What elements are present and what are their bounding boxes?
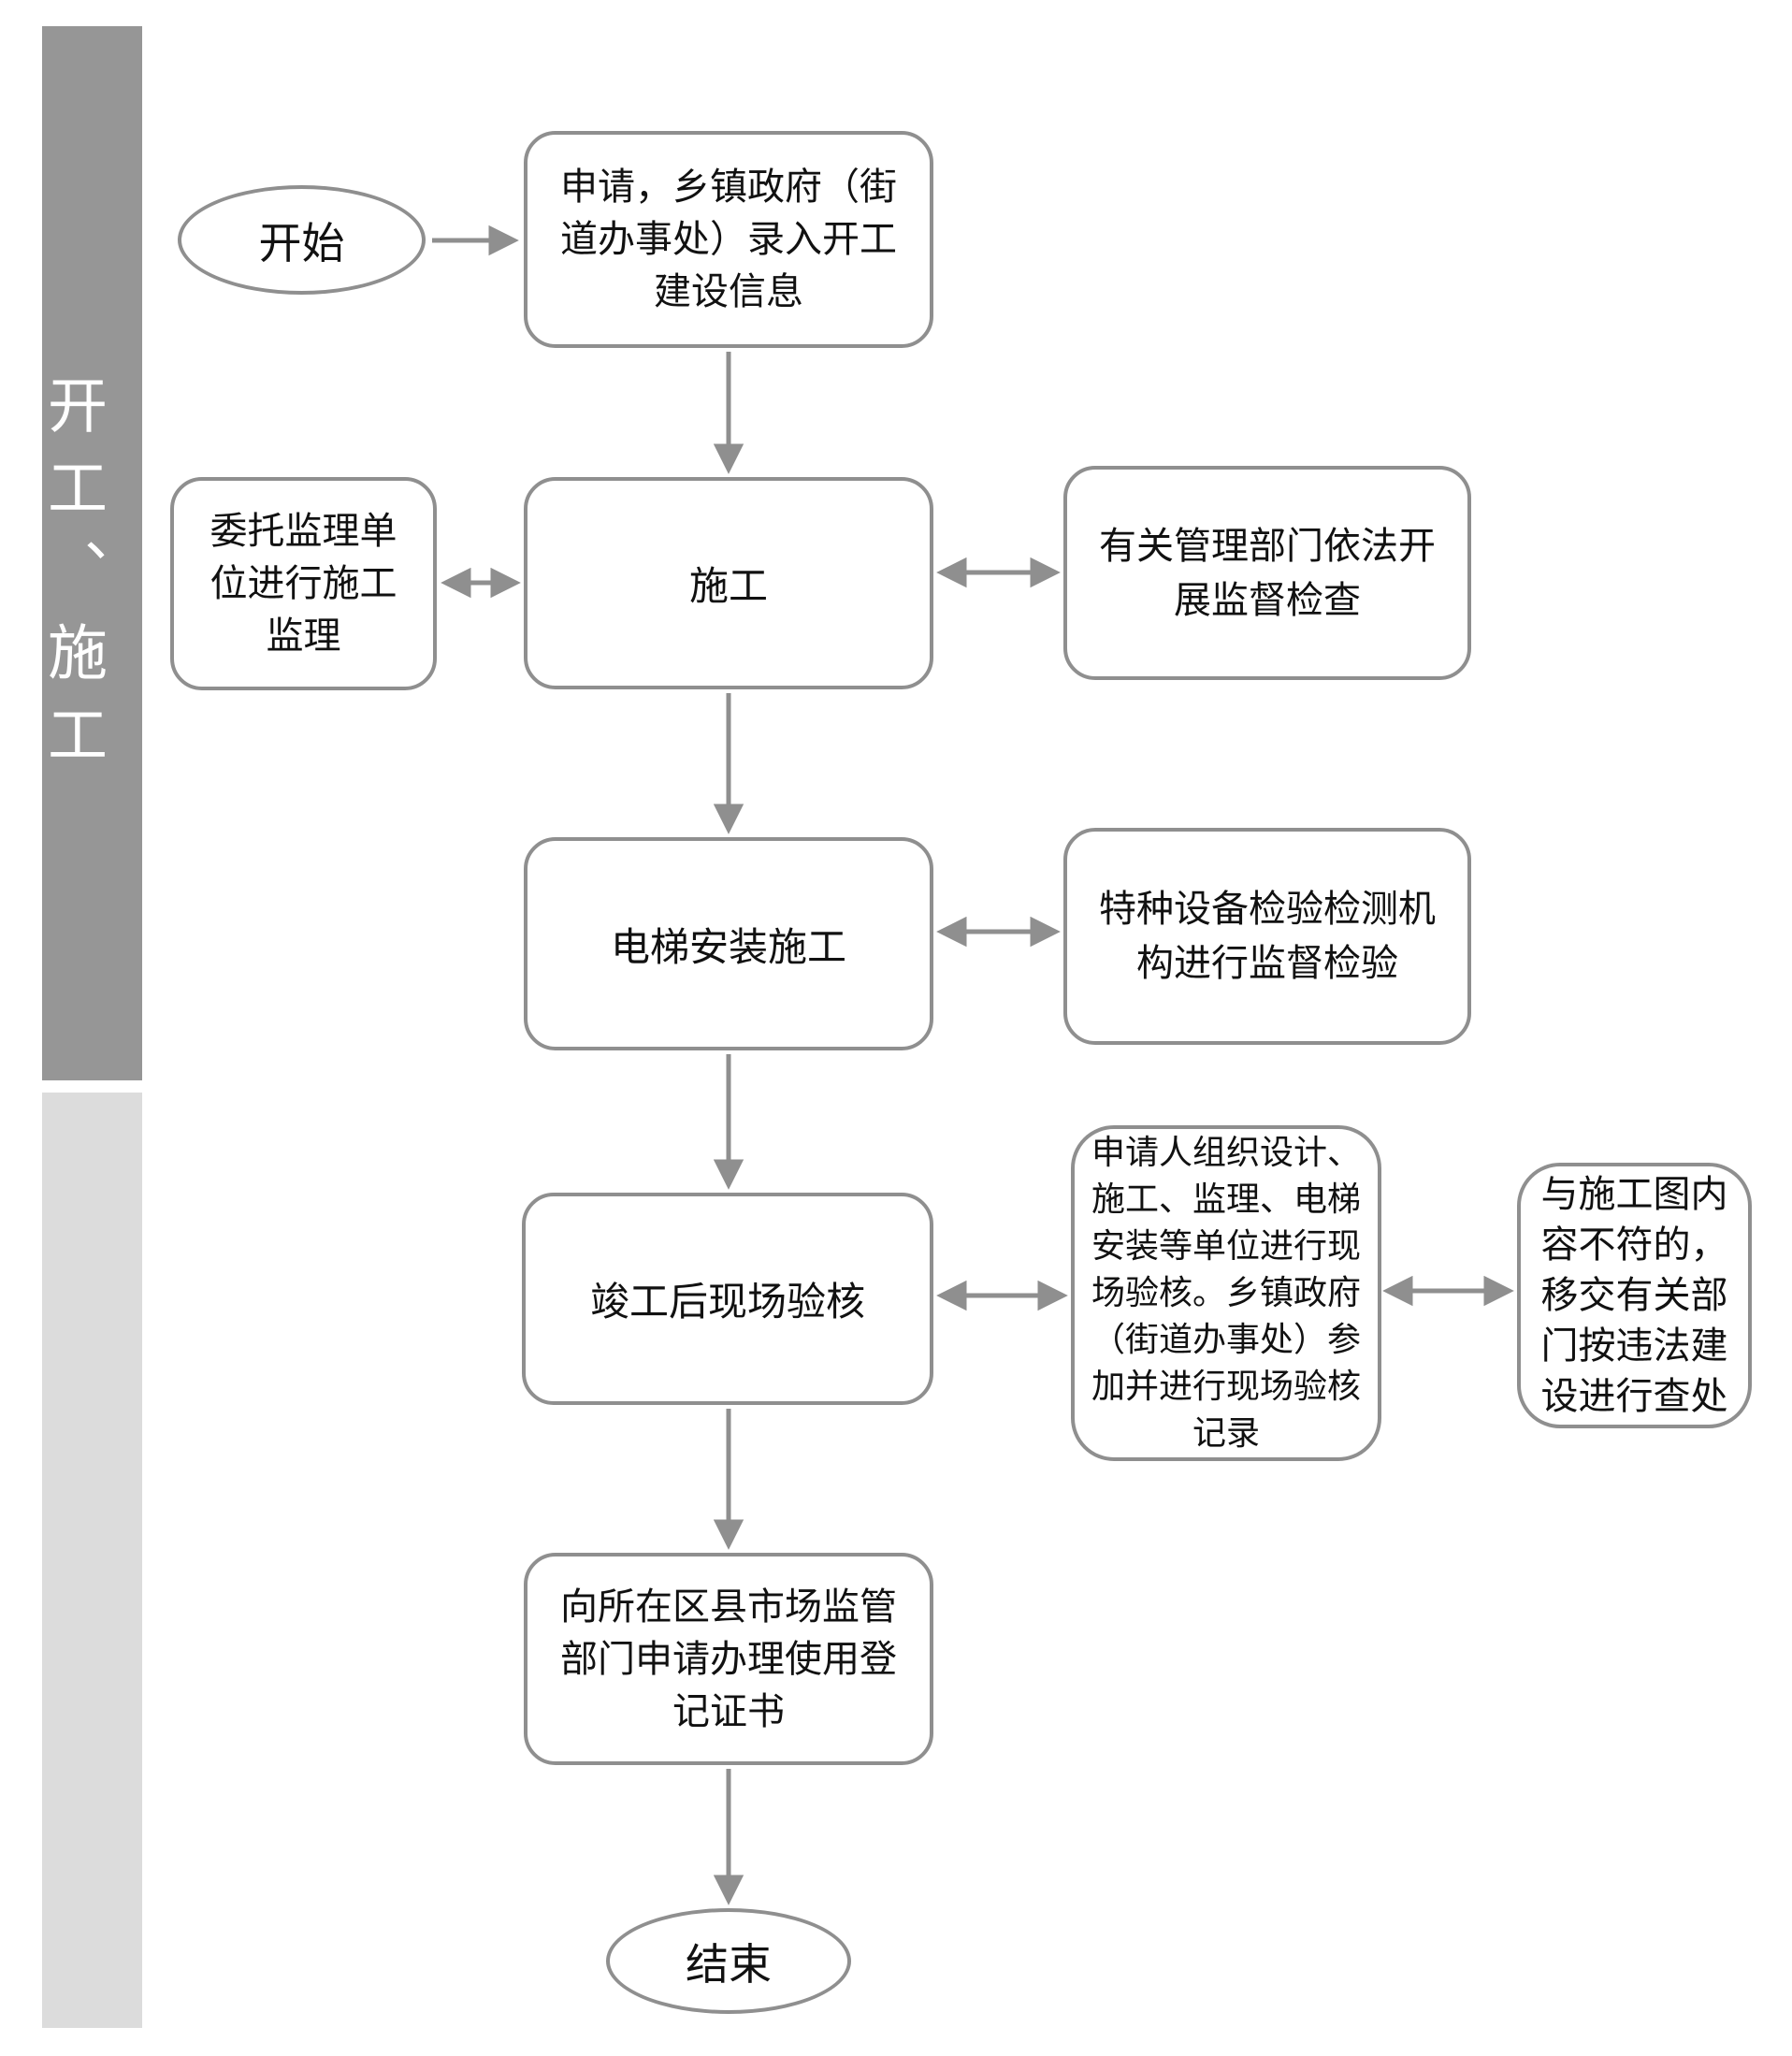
construction-box: 施工 [524, 477, 933, 689]
start-label: 开始 [258, 217, 345, 268]
verification-organization-label: 申请人组织设计、施工、监理、电梯安装等单位进行现场验核。乡镇政府（街道办事处）参… [1091, 1133, 1361, 1453]
phase-band-start-construction: 开工、施工 [37, 26, 142, 1080]
verification-organization-box: 申请人组织设计、施工、监理、电梯安装等单位进行现场验核。乡镇政府（街道办事处）参… [1071, 1125, 1381, 1461]
supervision-box: 委托监理单位进行施工监理 [170, 477, 437, 690]
phase-band-start-construction-label: 开工、施工 [37, 374, 107, 786]
supervision-label: 委托监理单位进行施工监理 [210, 510, 397, 658]
apply-box: 申请，乡镇政府（街道办事处）录入开工建设信息 [524, 131, 933, 348]
end-terminator: 结束 [606, 1908, 851, 2014]
registration-label: 向所在区县市场监管部门申请办理使用登记证书 [560, 1585, 897, 1733]
special-equipment-box: 特种设备检验检测机构进行监督检验 [1063, 828, 1471, 1045]
special-equipment-label: 特种设备检验检测机构进行监督检验 [1099, 888, 1436, 985]
construction-label: 施工 [688, 563, 768, 609]
phase-band-completion: 竣工 [42, 1093, 142, 2028]
violation-handling-box: 与施工图内容不符的，移交有关部门按违法建设进行查处 [1517, 1163, 1752, 1428]
inspection-label: 有关管理部门依法开展监督检查 [1099, 524, 1436, 622]
elevator-install-label: 电梯安装施工 [610, 923, 846, 970]
end-label: 结束 [686, 1938, 772, 1990]
apply-label: 申请，乡镇政府（街道办事处）录入开工建设信息 [560, 166, 897, 313]
site-verification-box: 竣工后现场验核 [522, 1193, 933, 1405]
inspection-box: 有关管理部门依法开展监督检查 [1063, 466, 1471, 680]
registration-box: 向所在区县市场监管部门申请办理使用登记证书 [524, 1553, 933, 1765]
elevator-install-box: 电梯安装施工 [524, 837, 933, 1050]
violation-handling-label: 与施工图内容不符的，移交有关部门按违法建设进行查处 [1540, 1173, 1728, 1418]
start-terminator: 开始 [178, 185, 426, 295]
site-verification-label: 竣工后现场验核 [589, 1279, 865, 1325]
